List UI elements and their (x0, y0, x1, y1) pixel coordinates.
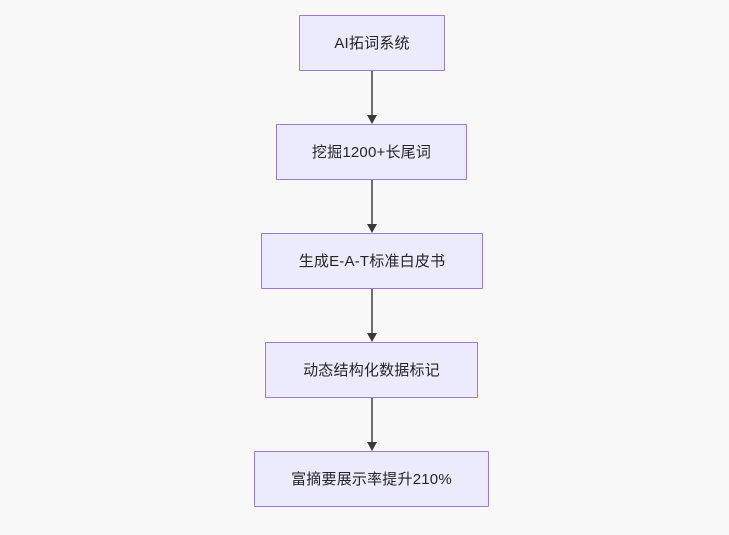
arrowhead-icon (366, 333, 377, 342)
flowchart-node-4[interactable]: 动态结构化数据标记 (265, 342, 478, 398)
flowchart-node-label: 挖掘1200+长尾词 (311, 143, 432, 161)
flowchart-node-label: 富摘要展示率提升210% (291, 470, 452, 488)
arrowhead-icon (366, 115, 377, 124)
edge-line (371, 289, 373, 334)
flowchart-node-label: AI拓词系统 (334, 34, 410, 52)
flowchart-node-1[interactable]: AI拓词系统 (299, 15, 445, 71)
flowchart-node-label: 生成E-A-T标准白皮书 (298, 252, 446, 270)
arrowhead-icon (366, 224, 377, 233)
flowchart-node-3[interactable]: 生成E-A-T标准白皮书 (261, 233, 483, 289)
edge-line (371, 180, 373, 225)
flowchart-node-label: 动态结构化数据标记 (303, 361, 440, 379)
edge-line (371, 398, 373, 443)
flowchart-node-5[interactable]: 富摘要展示率提升210% (254, 451, 489, 507)
edge-line (371, 71, 373, 116)
arrowhead-icon (366, 442, 377, 451)
flowchart-node-2[interactable]: 挖掘1200+长尾词 (276, 124, 467, 180)
